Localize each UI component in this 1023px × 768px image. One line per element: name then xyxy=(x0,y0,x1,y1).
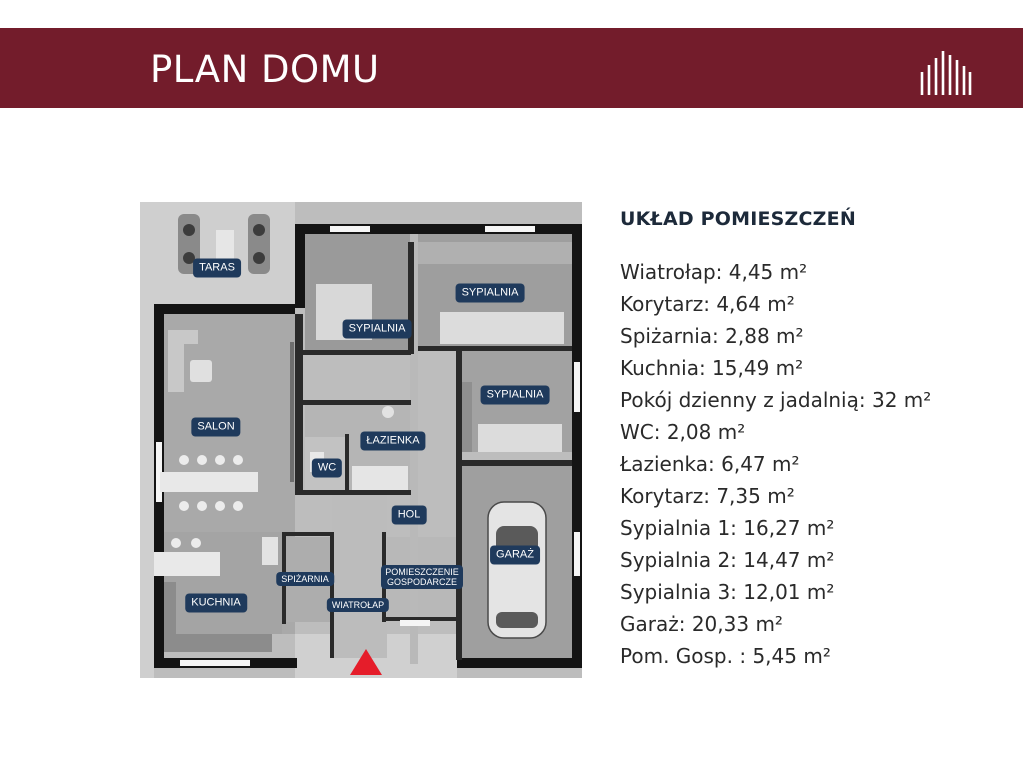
legend-item: Sypialnia 2: 14,47 m² xyxy=(620,548,835,572)
legend-item: Kuchnia: 15,49 m² xyxy=(620,356,804,380)
outer-margin-left xyxy=(140,304,154,678)
header-banner: PLAN DOMU xyxy=(0,28,1023,108)
label-pomieszczenie-gospodarcze: POMIESZCZENIE GOSPODARCZE xyxy=(381,565,463,589)
legend-item: WC: 2,08 m² xyxy=(620,420,746,444)
legend-item: Sypialnia 3: 12,01 m² xyxy=(620,580,835,604)
label-salon: SALON xyxy=(191,417,241,437)
legend-item: Korytarz: 7,35 m² xyxy=(620,484,795,508)
legend-list: Wiatrołap: 4,45 m² Korytarz: 4,64 m² Spi… xyxy=(620,256,1000,672)
room-legend: UKŁAD POMIESZCZEŃ Wiatrołap: 4,45 m² Kor… xyxy=(620,208,1000,672)
windows xyxy=(156,226,580,666)
legend-item: Wiatrołap: 4,45 m² xyxy=(620,260,808,284)
page-title: PLAN DOMU xyxy=(150,48,380,91)
floor-plan: TARAS SYPIALNIA SYPIALNIA SYPIALNIA SALO… xyxy=(140,202,582,678)
legend-title: UKŁAD POMIESZCZEŃ xyxy=(620,208,856,230)
kitchen-furniture xyxy=(154,537,278,652)
living-room-furniture xyxy=(160,330,294,511)
label-sypialnia-1: SYPIALNIA xyxy=(342,319,412,339)
terrace-furniture xyxy=(178,214,270,274)
entrance-arrow-icon xyxy=(350,649,382,675)
legend-item: Sypialnia 1: 16,27 m² xyxy=(620,516,835,540)
legend-item: Korytarz: 4,64 m² xyxy=(620,292,795,316)
legend-item: Spiżarnia: 2,88 m² xyxy=(620,324,804,348)
label-garaz: GARAŻ xyxy=(490,545,540,565)
label-kuchnia: KUCHNIA xyxy=(185,593,247,613)
label-taras: TARAS xyxy=(193,258,241,278)
label-sypialnia-2: SYPIALNIA xyxy=(455,283,525,303)
label-wc: WC xyxy=(311,458,343,478)
legend-item: Pom. Gosp. : 5,45 m² xyxy=(620,644,831,668)
label-spizarnia: SPIŻARNIA xyxy=(276,572,334,586)
garage-car xyxy=(487,501,547,639)
label-wiatrolap: WIATROŁAP xyxy=(326,598,390,612)
label-sypialnia-3: SYPIALNIA xyxy=(480,385,550,405)
label-hol: HOL xyxy=(391,505,427,525)
legend-item: Garaż: 20,33 m² xyxy=(620,612,783,636)
label-pomieszczenie-line1: POMIESZCZENIE xyxy=(385,567,459,577)
label-lazienka: ŁAZIENKA xyxy=(360,431,426,451)
building-logo-icon xyxy=(920,51,972,95)
legend-item: Łazienka: 6,47 m² xyxy=(620,452,800,476)
label-pomieszczenie-line2: GOSPODARCZE xyxy=(386,577,457,587)
legend-item: Pokój dzienny z jadalnią: 32 m² xyxy=(620,388,932,412)
